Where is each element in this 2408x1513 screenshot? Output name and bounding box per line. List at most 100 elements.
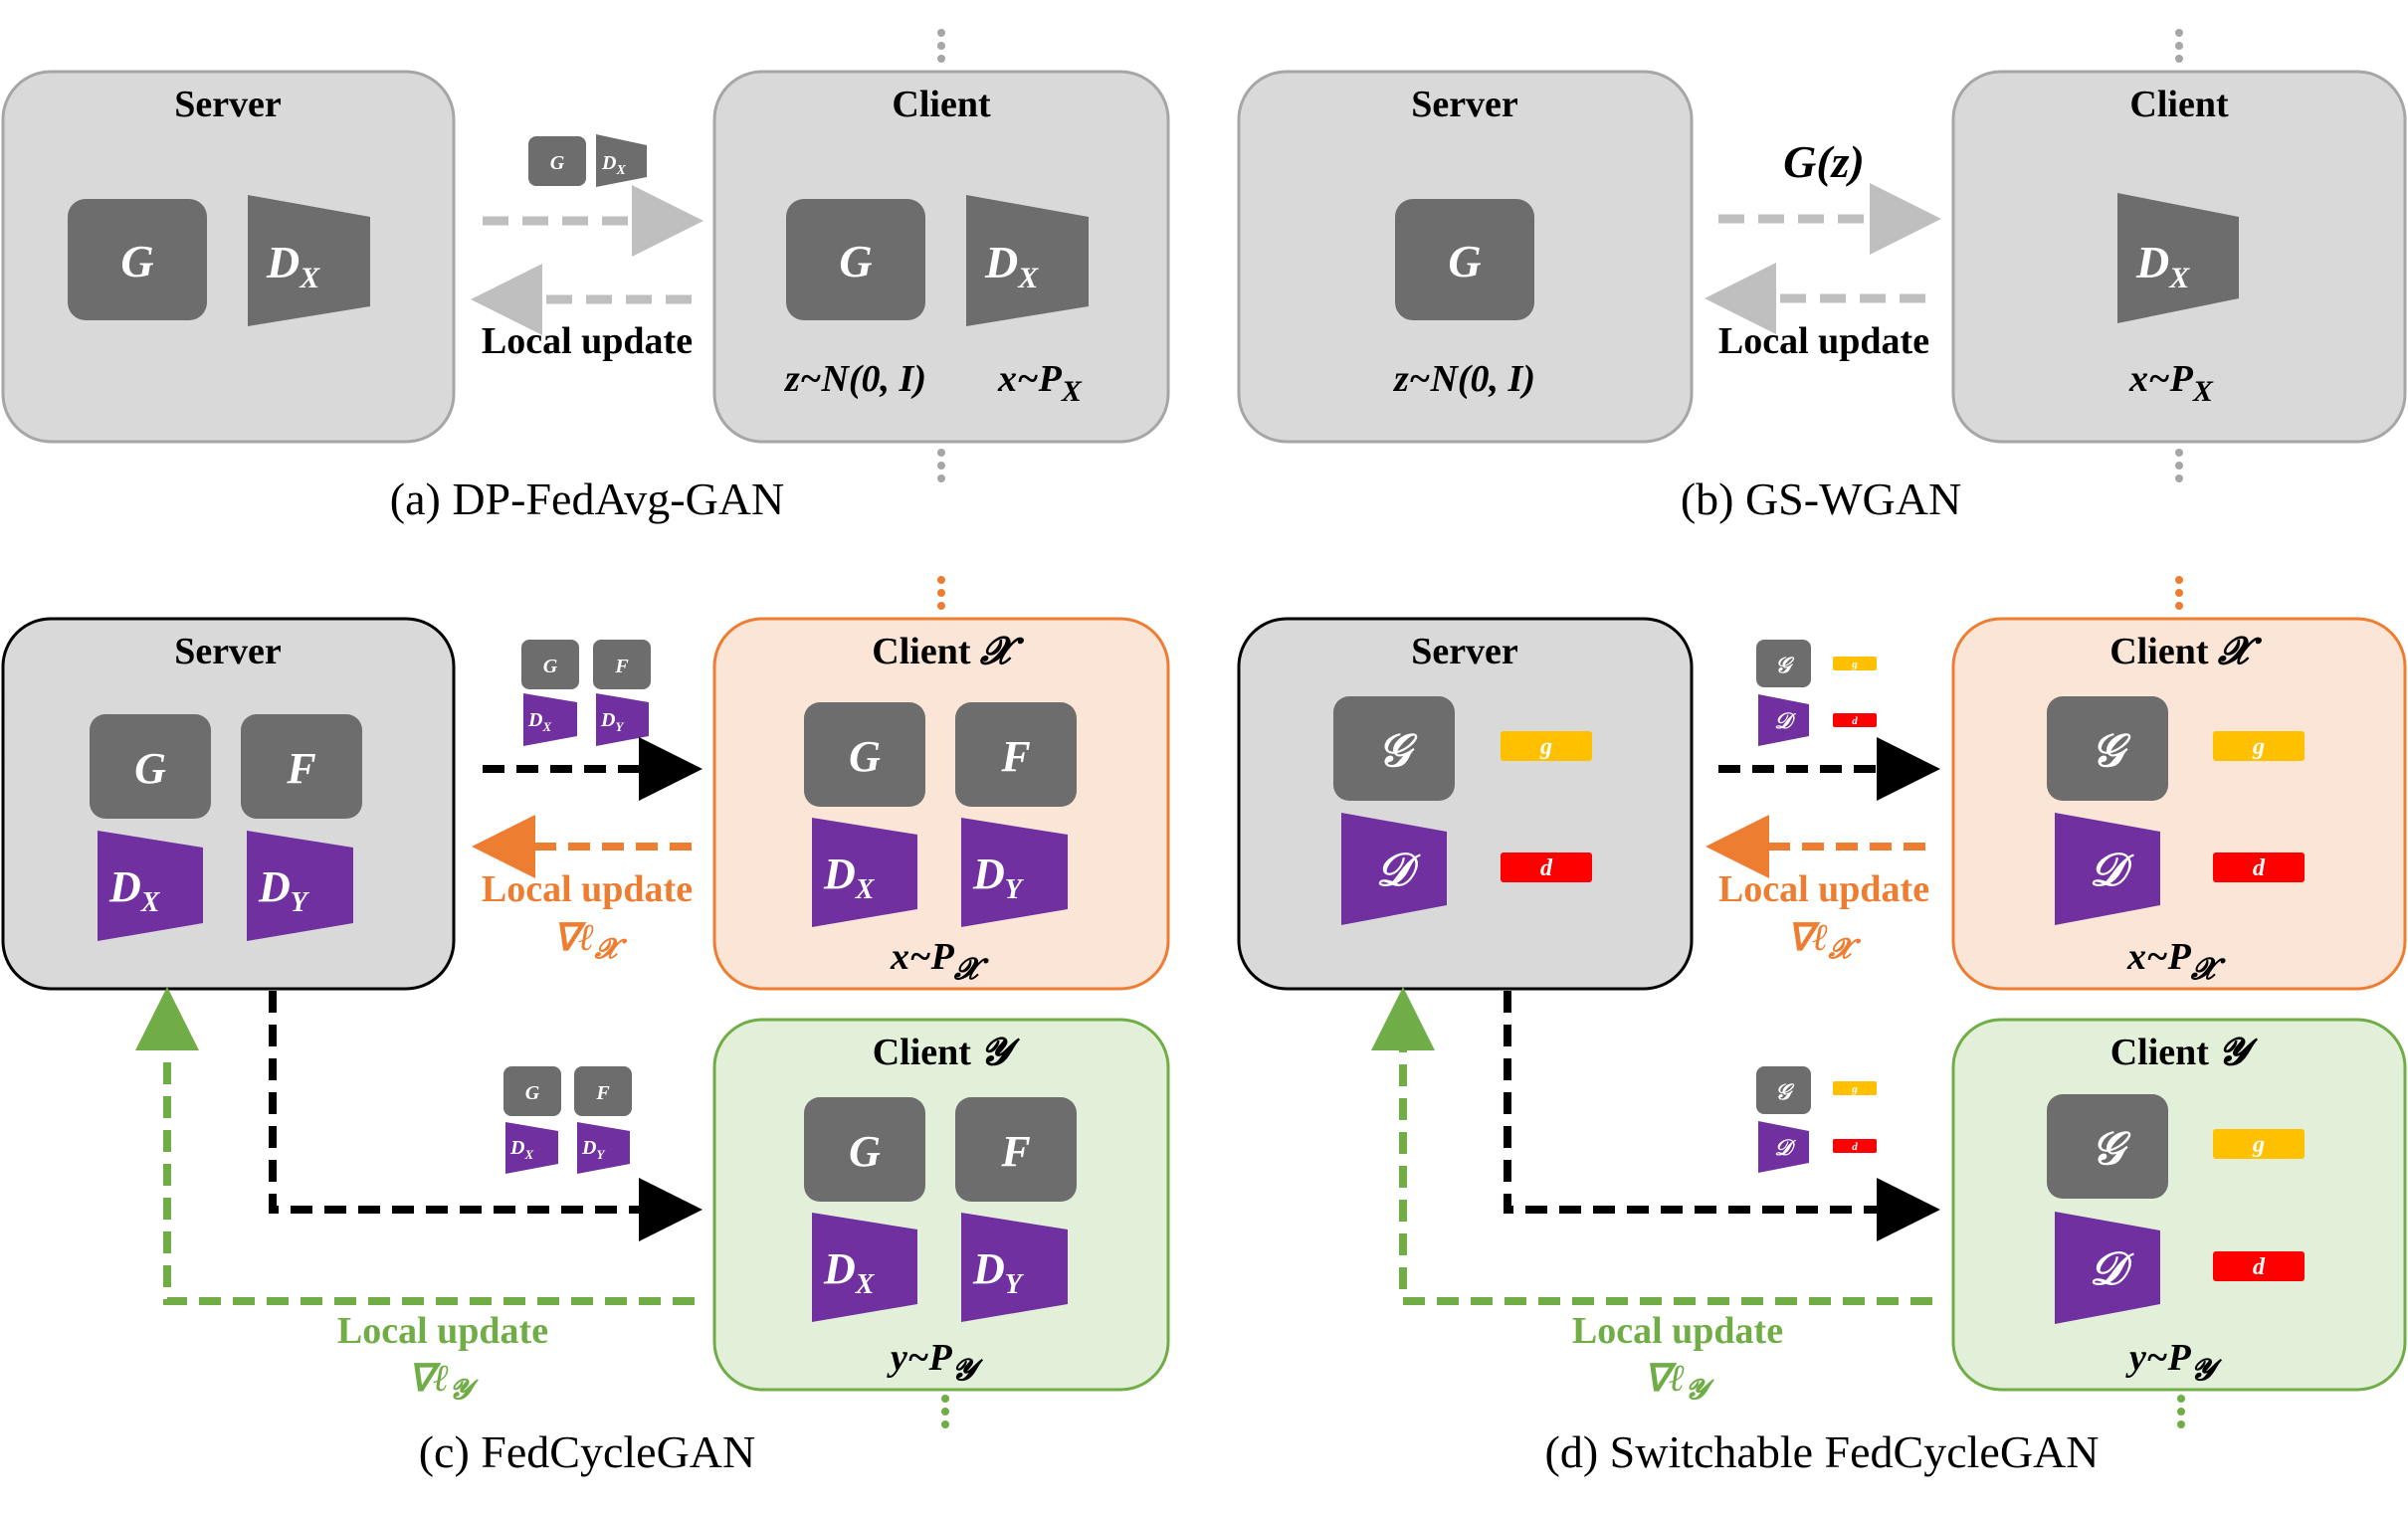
panel-c-client-x-f-label: F [1000,732,1030,781]
panel-d-server-d-chip-label: d [1540,855,1553,881]
panel-c-client-x-dy-label: DY [972,850,1025,905]
svg-text:d: d [1852,1141,1858,1153]
panel-d-client-x-g-chip [2213,731,2305,761]
panel-c-caption: (c) FedCycleGAN [419,1426,756,1477]
panel-c-server-f-label: F [286,744,315,793]
panel-a-msg-g-chip [528,136,586,186]
panel-d-ellipsis-bottom [2177,1395,2185,1428]
svg-text:F: F [595,1082,610,1104]
svg-text:F: F [614,656,629,677]
panel-c-client-x-g-block [804,702,925,807]
panel-a-msg-d-label: DX [601,152,626,178]
panel-d-return-x-grad: ∇ℓ𝓧 [1787,917,1862,965]
panel-c-server-title: Server [174,631,282,672]
svg-text:DY: DY [600,709,624,734]
svg-text:𝒢: 𝒢 [1775,1079,1795,1104]
panel-d-client-y-d-chip [2213,1251,2305,1281]
panel-b-caption: (b) GS-WGAN [1681,473,1961,524]
panel-c-client-x-dx-label: DX [823,850,876,905]
panel-d-client-y-title: Client 𝓨 [2110,1032,2259,1073]
panel-a-client-d-label: DX [984,237,1039,294]
panel-d-client-x-d-trapezoid [2055,813,2160,925]
panel-d-return-x-label: Local update [1718,868,1929,910]
panel-c-server-g-block [90,714,211,819]
svg-text:G: G [525,1082,540,1104]
panel-a-return-label: Local update [482,320,693,362]
panel-c-return-y-grad: ∇ℓ𝓨 [408,1358,480,1406]
panel-c-client-x-f-block [955,702,1077,807]
panel-d-client-y-g-chip [2213,1129,2305,1159]
panel-d-client-y-d-chip-label: d [2253,1254,2266,1280]
panel-d-return-arrow-y [1371,987,1932,1305]
panel-d-client-y-box [1951,1018,2407,1392]
panel-c-server-dx-label: DX [108,862,161,918]
panel-b-client-title: Client [2129,84,2229,125]
panel-a-noise-label: z~N(0, I) [783,358,926,400]
panel-a-msg-d-chip [596,134,647,187]
panel-b-noise-label: z~N(0, I) [1392,358,1535,400]
panel-c-client-y-g-label: G [849,1127,881,1176]
panel-d-client-x-box [1951,617,2407,991]
panel-d-forward-arrow-y [1504,991,1940,1241]
panel-d-client-x-d-chip [2213,852,2305,882]
svg-text:DX: DX [509,1137,533,1162]
panel-b-return-label: Local update [1718,320,1929,362]
panel-c-client-y-dy-trapezoid [961,1213,1068,1322]
panel-a-client-g-label: G [839,236,872,286]
panel-c-ellipsis-top [937,576,945,610]
panel-a-ellipsis-top [937,29,945,63]
svg-text:g: g [1851,659,1858,670]
panel-d-client-x-d-chip-label: d [2253,855,2266,881]
panel-b-server-g-block [1395,199,1534,320]
panel-d-server-d-trapezoid [1341,813,1447,925]
panel-c-client-y-f-block [955,1097,1077,1202]
panel-d-server-g-chip-label: g [1539,734,1552,760]
panel-b: Server G z~N(0, I) Client DX x~PX G(z) L… [1237,29,2407,524]
panel-a-msg-g-label: G [550,152,565,174]
panel-d-caption: (d) Switchable FedCycleGAN [1545,1426,2100,1477]
panel-c-client-y-box [712,1018,1170,1392]
panel-c-client-y-g-block [804,1097,925,1202]
panel-c-client-y-dx-trapezoid [812,1213,917,1322]
panel-c-server-g-label: G [134,744,166,793]
panel-a-server-box [1,70,456,444]
panel-c-server-dx-trapezoid [98,831,203,941]
panel-d-client-x-g-block [2047,696,2168,801]
panel-a-ellipsis-bottom [937,449,945,482]
panel-c-return-x-label: Local update [482,868,693,910]
panel-c-client-y-dx-label: DX [823,1244,876,1300]
panel-c-server-dy-label: DY [258,862,310,918]
panel-c-return-x-grad: ∇ℓ𝓧 [553,917,628,965]
panel-d-server-g-chip [1501,731,1592,761]
panel-a-server-title: Server [174,84,282,125]
panel-c-return-arrow-y [135,987,695,1305]
svg-text:𝒟: 𝒟 [1774,708,1796,733]
panel-a-server-g-label: G [120,236,153,286]
panel-c-client-x-g-label: G [849,732,881,781]
panel-c: Server G F DX DY Client 𝓧 G F DX DY x~P𝓧… [1,576,1170,1477]
panel-a-client-g-block [786,199,925,320]
svg-text:𝒢: 𝒢 [1775,653,1795,677]
panel-d-msg-chips-lower: 𝒢 𝒟 g d [1756,1066,1877,1173]
panel-c-client-y-title: Client 𝓨 [873,1032,1021,1073]
panel-c-client-x-dy-trapezoid [961,818,1068,927]
panel-c-msg-chips-upper: G F DX DY [521,640,651,746]
svg-text:DX: DX [527,709,551,734]
panel-c-forward-arrow-y [269,991,702,1241]
panel-d-client-x-g-chip-label: g [2252,734,2265,760]
panel-a-client-d-trapezoid [966,195,1089,326]
panel-d: Server 𝒢 𝒟 g d Client 𝓧 𝒢 𝒟 g d x~P𝓧 Cli… [1237,576,2407,1477]
panel-b-ellipsis-top [2175,29,2183,63]
panel-b-client-d-label: DX [2135,237,2190,294]
panel-a-client-box [712,70,1170,444]
panel-a-data-label: x~PX [997,358,1083,408]
panel-c-server-f-block [241,714,362,819]
panel-a: Server G DX Client G DX z~N(0, I) x~PX G… [1,29,1170,524]
panel-d-server-d-chip [1501,852,1592,882]
panel-c-server-box [1,617,456,991]
panel-a-server-d-label: DX [266,237,320,294]
panel-d-server-title: Server [1411,631,1518,672]
panel-d-return-y-grad: ∇ℓ𝓨 [1644,1358,1715,1406]
panel-c-ellipsis-bottom [941,1395,949,1428]
